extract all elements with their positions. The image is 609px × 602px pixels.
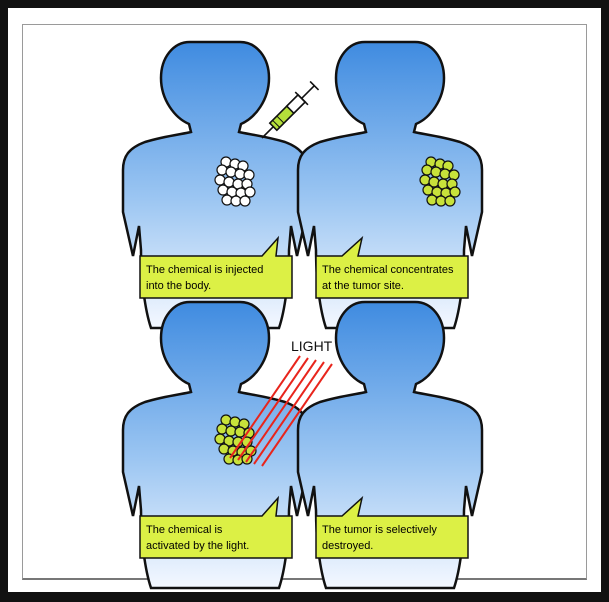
caption-activation-line-1: The chemical is	[146, 524, 223, 536]
caption-activation-line-2: activated by the light.	[146, 540, 249, 552]
caption-concentration-line-1: The chemical concentrates	[322, 264, 454, 276]
caption-destruction-line-2: destroyed.	[322, 540, 373, 552]
caption-concentration-line-2: at the tumor site.	[322, 280, 404, 292]
caption-destruction-line-1: The tumor is selectively	[322, 524, 437, 536]
caption-injection-line-2: into the body.	[146, 280, 211, 292]
caption-injection-line-1: The chemical is injected	[146, 264, 263, 276]
light-label: LIGHT	[291, 338, 333, 354]
